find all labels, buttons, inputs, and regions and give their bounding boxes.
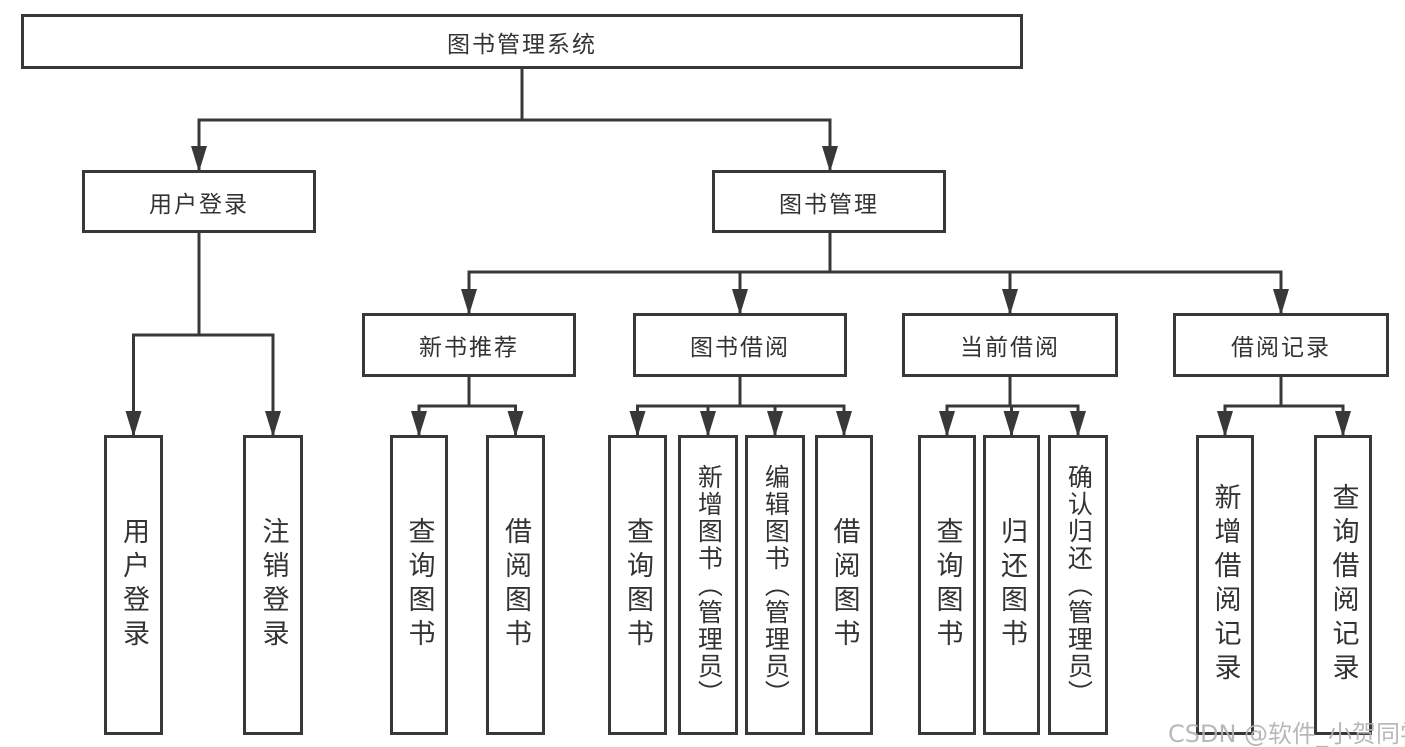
node-query-borrow-record: 查询借阅记录 — [1314, 435, 1372, 735]
node-add-borrow-record-label: 新增借阅记录 — [1209, 483, 1241, 687]
node-query-books-borrow-label: 查询图书 — [622, 517, 654, 653]
node-new-book-recommend-label: 新书推荐 — [419, 335, 519, 361]
node-add-book-admin: 新增图书（管理员） — [678, 435, 738, 735]
node-new-book-recommend: 新书推荐 — [362, 313, 576, 377]
node-query-books-borrow: 查询图书 — [608, 435, 667, 735]
node-return-book-label: 归还图书 — [996, 517, 1028, 653]
node-login: 用户登录 — [104, 435, 163, 735]
node-query-books-recommend: 查询图书 — [390, 435, 448, 735]
node-borrow-books-recommend-label: 借阅图书 — [500, 517, 532, 653]
node-borrow-records-label: 借阅记录 — [1231, 335, 1331, 361]
csdn-watermark: CSDN @软件_小贺同学 — [1168, 720, 1405, 747]
node-book-borrow-label: 图书借阅 — [690, 335, 790, 361]
node-query-books-recommend-label: 查询图书 — [403, 517, 435, 653]
node-user-login: 用户登录 — [82, 170, 316, 233]
node-book-management-label: 图书管理 — [779, 191, 879, 218]
node-borrow-books-label: 借阅图书 — [828, 517, 860, 653]
node-borrow-books-recommend: 借阅图书 — [486, 435, 545, 735]
node-query-borrow-record-label: 查询借阅记录 — [1327, 483, 1359, 687]
node-logout-label: 注销登录 — [257, 517, 289, 653]
node-query-books-current-label: 查询图书 — [931, 517, 963, 653]
node-add-book-admin-label: 新增图书（管理员） — [694, 463, 724, 707]
node-return-book: 归还图书 — [983, 435, 1040, 735]
node-edit-book-admin-label: 编辑图书（管理员） — [761, 463, 791, 707]
node-query-books-current: 查询图书 — [918, 435, 976, 735]
node-book-borrow: 图书借阅 — [633, 313, 847, 377]
node-borrow-books: 借阅图书 — [815, 435, 873, 735]
node-login-label: 用户登录 — [118, 517, 150, 653]
node-current-borrow-label: 当前借阅 — [960, 335, 1060, 361]
node-logout: 注销登录 — [243, 435, 303, 735]
node-edit-book-admin: 编辑图书（管理员） — [745, 435, 805, 735]
node-user-login-label: 用户登录 — [149, 191, 249, 218]
node-add-borrow-record: 新增借阅记录 — [1196, 435, 1254, 735]
node-confirm-return-admin-label: 确认归还（管理员） — [1064, 463, 1094, 707]
node-confirm-return-admin: 确认归还（管理员） — [1048, 435, 1108, 735]
node-book-management: 图书管理 — [712, 170, 946, 233]
node-borrow-records: 借阅记录 — [1173, 313, 1389, 377]
node-library-system-label: 图书管理系统 — [447, 31, 597, 58]
node-library-system: 图书管理系统 — [21, 14, 1023, 69]
node-current-borrow: 当前借阅 — [902, 313, 1118, 377]
